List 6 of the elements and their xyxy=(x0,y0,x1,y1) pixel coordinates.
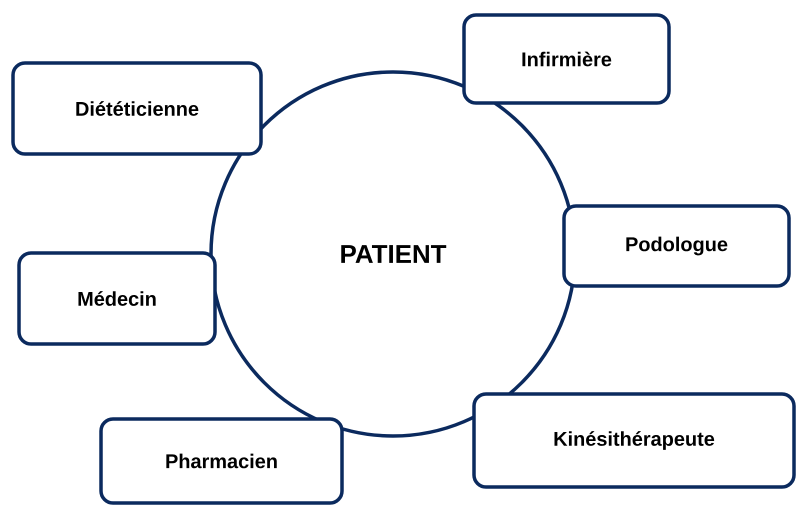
role-box: Infirmière xyxy=(462,13,671,105)
role-box: Diététicienne xyxy=(11,61,263,156)
role-box: Podologue xyxy=(562,204,791,288)
role-box: Kinésithérapeute xyxy=(472,392,796,489)
role-box: Pharmacien xyxy=(99,417,344,505)
role-box: Médecin xyxy=(17,251,217,346)
